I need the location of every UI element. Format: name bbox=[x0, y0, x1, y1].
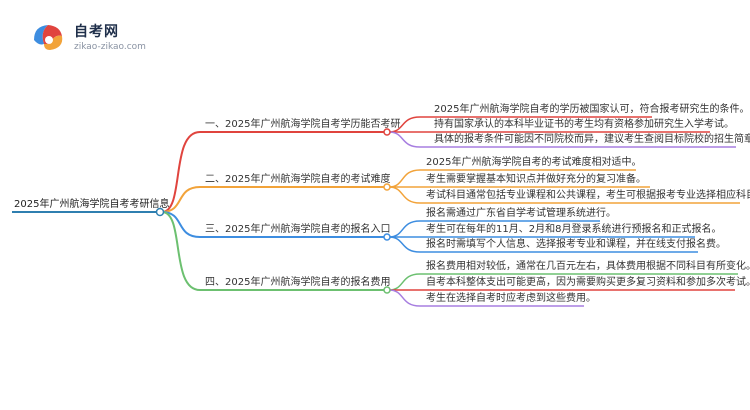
leaf-1-2: 持有国家承认的本科毕业证书的考生均有资格参加研究生入学考试。 bbox=[434, 119, 734, 130]
branch-3-label: 三、2025年广州航海学院自考的报名入口 bbox=[205, 224, 391, 235]
leaf-3-2: 考生可在每年的11月、2月和8月登录系统进行预报名和正式报名。 bbox=[426, 224, 722, 235]
branch-2-label: 二、2025年广州航海学院自考的考试难度 bbox=[205, 174, 391, 185]
logo-url: zikao-zikao.com bbox=[74, 42, 146, 52]
connector-branch-1 bbox=[161, 131, 385, 213]
branch-4-label: 四、2025年广州航海学院自考的报名费用 bbox=[205, 277, 391, 288]
leaf-1-1: 2025年广州航海学院自考的学历被国家认可，符合报考研究生的条件。 bbox=[434, 104, 750, 115]
root-node: 2025年广州航海学院自考考研信息 bbox=[14, 199, 170, 210]
leaf-3-3: 报名时需填写个人信息、选择报考专业和课程，并在线支付报名费。 bbox=[426, 239, 726, 250]
leaf-3-1: 报名需通过广东省自学考试管理系统进行。 bbox=[426, 208, 616, 219]
connector-branch-3 bbox=[161, 211, 385, 238]
connector-branch-4 bbox=[161, 211, 385, 291]
leaf-2-2: 考生需要掌握基本知识点并做好充分的复习准备。 bbox=[426, 174, 646, 185]
logo-mark-icon bbox=[34, 25, 63, 50]
leaf-4-2: 自考本科整体支出可能更高，因为需要购买更多复习资料和参加多次考试。 bbox=[426, 277, 750, 288]
leaf-4-1: 报名费用相对较低，通常在几百元左右，具体费用根据不同科目有所变化。 bbox=[426, 261, 750, 272]
connector-branch-2 bbox=[161, 186, 385, 213]
leaf-2-1: 2025年广州航海学院自考的考试难度相对适中。 bbox=[426, 157, 642, 168]
site-logo[interactable]: 自考网 zikao-zikao.com bbox=[30, 18, 180, 58]
leaf-1-3: 具体的报考条件可能因不同院校而异，建议考生查阅目标院校的招生简章。 bbox=[434, 134, 750, 145]
leaf-4-3: 考生在选择自考时应考虑到这些费用。 bbox=[426, 293, 596, 304]
leaf-2-3: 考试科目通常包括专业课程和公共课程，考生可根据报考专业选择相应科目复习。 bbox=[426, 190, 750, 201]
root-node-dot bbox=[155, 207, 165, 217]
logo-title: 自考网 bbox=[74, 24, 119, 40]
branch-1-label: 一、2025年广州航海学院自考学历能否考研 bbox=[205, 119, 401, 130]
